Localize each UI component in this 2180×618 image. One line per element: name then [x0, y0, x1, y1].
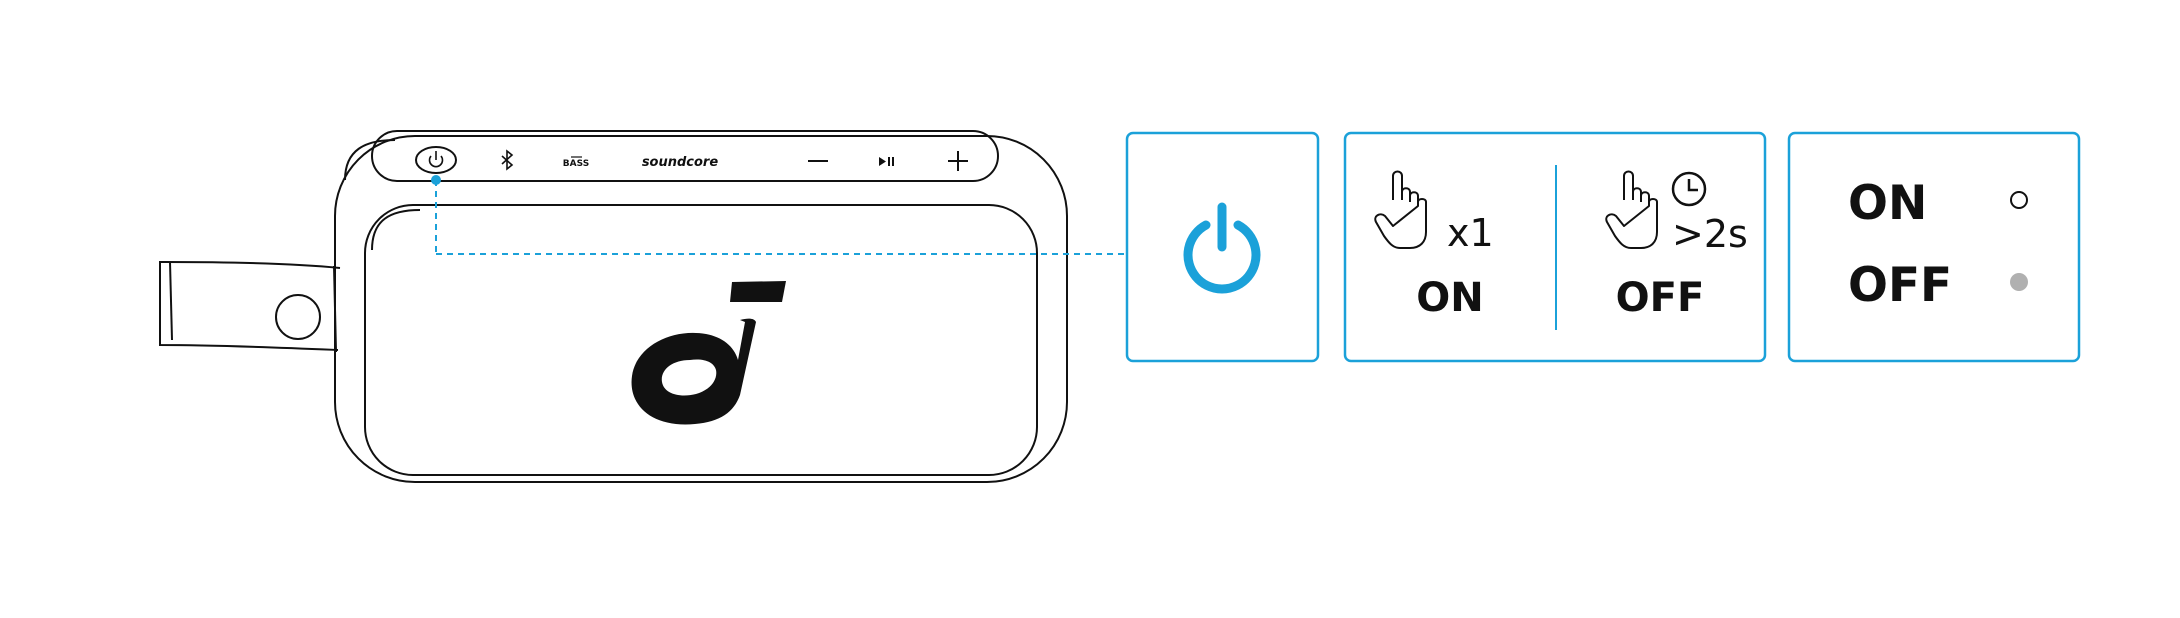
press-panel: x1 ON >2s OFF: [1343, 131, 1767, 363]
brand-wordmark: soundcore: [642, 155, 719, 170]
volume-up-button[interactable]: [948, 151, 968, 171]
on-indicator-light: [2010, 191, 2028, 209]
power-icon: [1183, 202, 1261, 294]
press-hold-group: >2s OFF: [1605, 170, 1748, 321]
off-indicator-light: [2010, 273, 2028, 291]
speaker-button-row: BASS soundcore: [415, 146, 968, 174]
on-label: ON: [1416, 275, 1483, 321]
strap: [159, 261, 341, 353]
button-strip: [371, 130, 999, 182]
speaker-power-button[interactable]: [415, 146, 457, 174]
play-pause-button[interactable]: [879, 157, 894, 166]
soundcore-logo: [631, 281, 786, 425]
off-label: OFF: [1616, 275, 1705, 321]
hand-press-icon: [1374, 170, 1427, 249]
press-once-group: x1 ON: [1374, 170, 1494, 321]
speaker-body: [334, 135, 1068, 483]
status-off-label: OFF: [1848, 258, 1952, 313]
bluetooth-icon[interactable]: [501, 149, 514, 171]
status-panel: ON OFF: [1787, 131, 2081, 363]
speaker-grille: [364, 204, 1038, 476]
power-panel: [1125, 131, 1320, 363]
hand-hold-icon: [1605, 170, 1658, 249]
strap-loop-hole: [275, 294, 321, 340]
clock-icon: [1671, 171, 1707, 207]
hold-duration: >2s: [1672, 212, 1748, 256]
press-count: x1: [1447, 211, 1494, 255]
status-on-label: ON: [1848, 176, 1927, 231]
bass-button[interactable]: BASS: [563, 156, 589, 169]
speaker-illustration: [159, 130, 1068, 483]
bass-label: BASS: [563, 159, 589, 169]
callout-connector: [431, 175, 1127, 255]
